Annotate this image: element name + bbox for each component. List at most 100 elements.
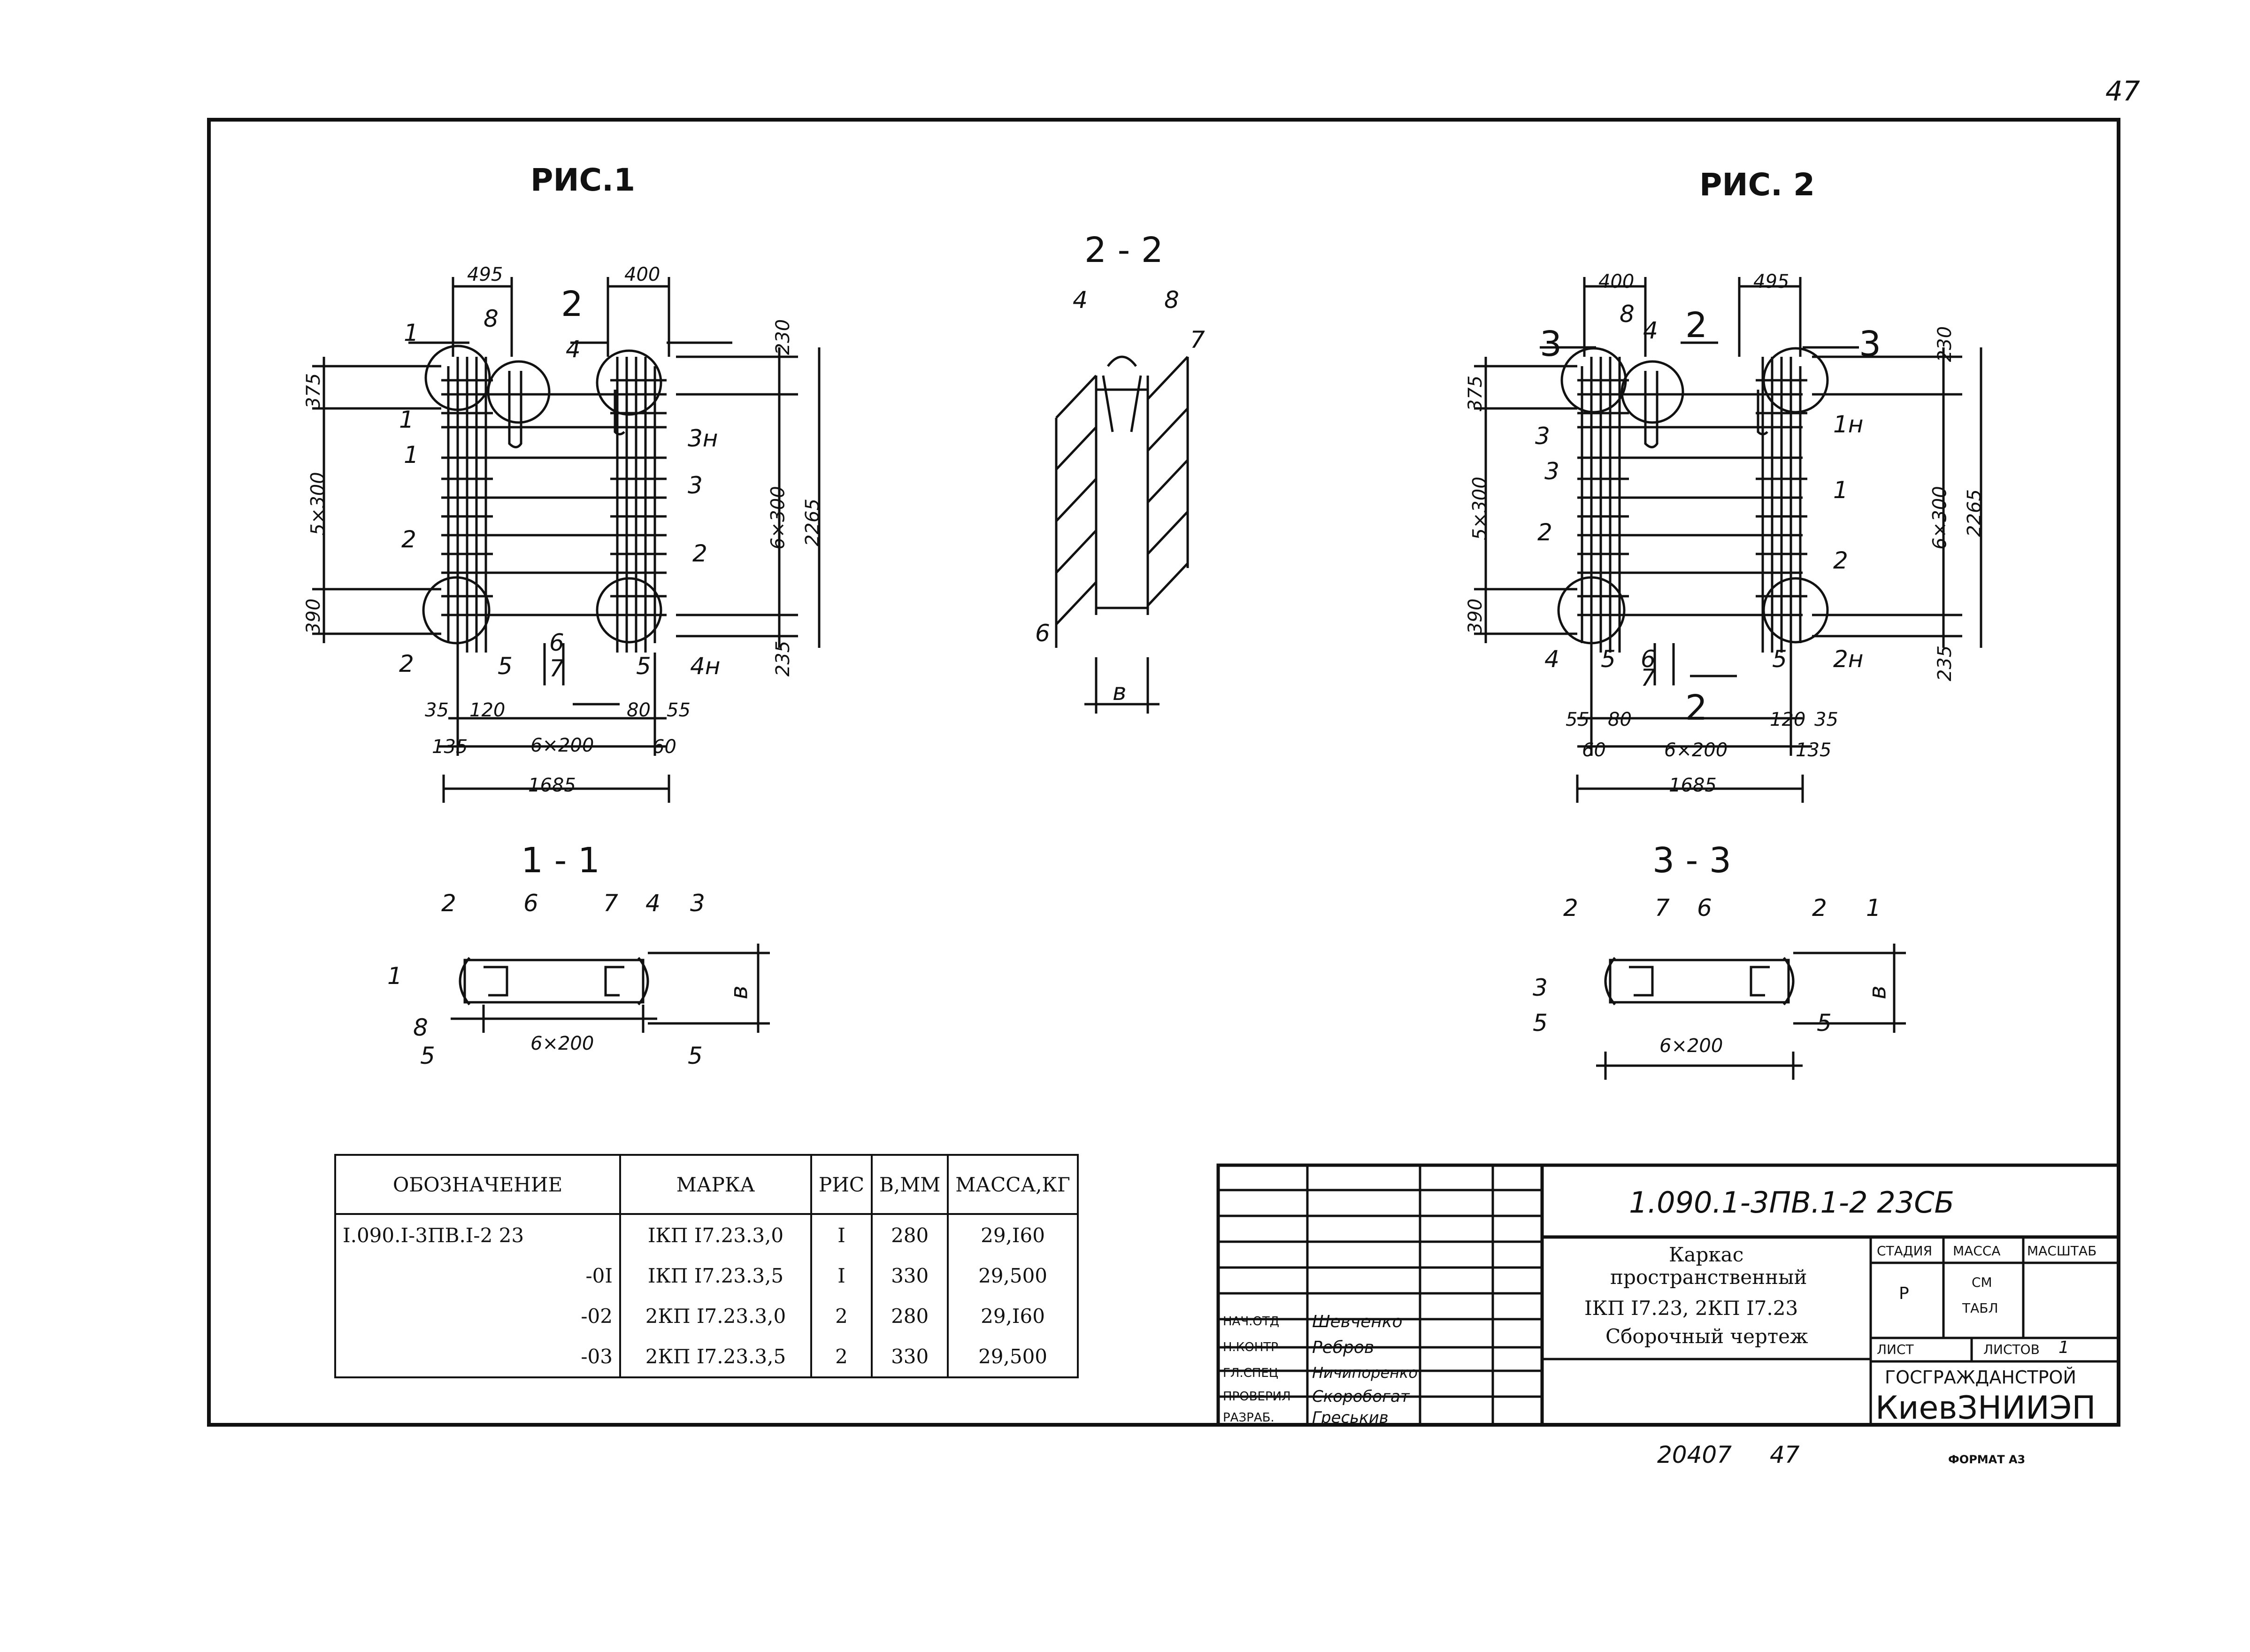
- fig2-dim-b8: 1685: [1669, 775, 1717, 796]
- specification-table: ОБОЗНАЧЕНИЕ МАРКА РИС В,ММ МАССА,КГ I.09…: [334, 1154, 1079, 1378]
- name-checked: Скоробогат: [1312, 1387, 1410, 1406]
- title-line-2: пространственный: [1610, 1266, 1807, 1289]
- section-3-3-label-5a: 5: [1533, 1009, 1548, 1037]
- cell-designation: -0I: [334, 1255, 621, 1296]
- fig1-title: РИС.1: [530, 162, 636, 198]
- fig1-label-3h: 3н: [688, 425, 718, 452]
- sheet-number: 47: [2105, 75, 2140, 107]
- cell-mark: 2КП I7.23.3,0: [619, 1296, 812, 1336]
- section-2-2-label-7: 7: [1190, 326, 1205, 353]
- cell-fig: I: [810, 1255, 873, 1296]
- fig2-dim-b1: 55: [1566, 709, 1590, 730]
- table-header-row: ОБОЗНАЧЕНИЕ МАРКА РИС В,ММ МАССА,КГ: [334, 1154, 1079, 1215]
- col-header-designation: ОБОЗНАЧЕНИЕ: [334, 1154, 621, 1215]
- col-header-b-mm: В,ММ: [871, 1154, 949, 1215]
- fig1-label-1a: 1: [399, 406, 414, 433]
- section-1-1-title: 1 - 1: [521, 840, 600, 881]
- section-2-2-drawing: [1055, 355, 1189, 714]
- fig1-label-3: 3: [688, 472, 703, 499]
- fig1-dim-l3: 390: [303, 598, 325, 635]
- format-label: ФОРМАТ А3: [1948, 1453, 2026, 1466]
- name-developed: Греськив: [1312, 1408, 1389, 1427]
- fig2-dim-b6: 6×200: [1664, 739, 1728, 761]
- fig2-label-4: 4: [1643, 317, 1658, 344]
- section-3-3-label-3: 3: [1533, 974, 1548, 1001]
- fig2-dim-b7: 135: [1796, 739, 1832, 761]
- section-1-1-drawing: [451, 944, 770, 1033]
- fig1-label-1b: 1: [404, 441, 419, 469]
- name-head-dept: Шевченко: [1312, 1312, 1403, 1331]
- section-3-3-drawing: [1596, 944, 1906, 1080]
- section-2-2-dim-b: в: [1113, 678, 1127, 706]
- fig2-dim-b3: 120: [1770, 709, 1806, 730]
- section-3-3-label-6: 6: [1697, 894, 1712, 922]
- fig1-dim-r4: 235: [772, 640, 794, 677]
- mass-value-1: СМ: [1972, 1275, 1992, 1290]
- fig1-label-2b: 2: [692, 540, 707, 567]
- col-header-fig: РИС: [810, 1154, 873, 1215]
- section-3-3-dim: 6×200: [1659, 1035, 1723, 1057]
- section-1-1-label-7: 7: [603, 890, 618, 917]
- cell-b: 330: [871, 1255, 949, 1296]
- fig1-dim-b1: 35: [425, 699, 449, 721]
- fig1-dim-b2: 120: [469, 699, 506, 721]
- fig2-cut3-right: 3: [1859, 324, 1881, 364]
- fig2-dim-top-right: 495: [1753, 271, 1789, 292]
- fig1-dim-b6: 6×200: [530, 735, 594, 756]
- col-header-mark: МАРКА: [619, 1154, 812, 1215]
- org-name-1: ГОСГРАЖДАНСТРОЙ: [1885, 1367, 2076, 1388]
- fig1-dim-b8: 1685: [528, 775, 576, 796]
- section-2-2-label-8: 8: [1164, 286, 1179, 314]
- cell-mass: 29,500: [947, 1336, 1079, 1378]
- section-1-1-label-2: 2: [441, 890, 456, 917]
- name-norm-control: Ребров: [1312, 1338, 1375, 1357]
- footer-page: 47: [1770, 1441, 1800, 1468]
- role-checked: ПРОВЕРИЛ: [1223, 1390, 1291, 1404]
- fig1-label-6: 6: [549, 629, 564, 656]
- fig1-dim-top-left: 495: [467, 264, 503, 285]
- fig1-label-7: 7: [549, 655, 564, 682]
- table-row: -03 2КП I7.23.3,5 2 330 29,500: [334, 1336, 1079, 1378]
- fig2-label-8: 8: [1620, 300, 1635, 328]
- title-block-lines: [1216, 1163, 2120, 1427]
- scale-header: МАСШТАБ: [2027, 1243, 2097, 1259]
- cell-fig: 2: [810, 1296, 873, 1336]
- fig1-dim-b5: 135: [432, 736, 468, 758]
- fig2-cut2-bottom: 2: [1685, 688, 1708, 728]
- fig2-dim-l3: 390: [1465, 598, 1487, 635]
- fig2-label-5b: 5: [1772, 645, 1787, 673]
- fig2-dim-b5: 60: [1582, 739, 1606, 761]
- cell-b: 280: [871, 1296, 949, 1336]
- fig2-label-1: 1: [1833, 476, 1848, 504]
- fig1-label-4h: 4н: [690, 653, 721, 680]
- fig2-dim-top-left: 400: [1598, 271, 1635, 292]
- cell-designation: -03: [334, 1336, 621, 1378]
- section-1-1-label-1: 1: [387, 962, 402, 990]
- fig1-label-2a: 2: [401, 526, 416, 553]
- fig1-label-8: 8: [484, 305, 499, 332]
- section-1-1-label-8: 8: [413, 1014, 428, 1041]
- sheet-frame: [207, 118, 2120, 1427]
- sheets-header: ЛИСТОВ: [1983, 1342, 2040, 1357]
- cell-mass: 29,I60: [947, 1296, 1079, 1336]
- section-3-3-label-2b: 2: [1812, 894, 1827, 922]
- section-3-3-label-7: 7: [1655, 894, 1670, 922]
- fig1-cut2: 2: [561, 284, 584, 324]
- inventory-number: 20407: [1657, 1441, 1732, 1468]
- fig2-dim-l1: 375: [1465, 375, 1487, 412]
- section-1-1-hdim: в: [725, 985, 753, 999]
- fig2-cut2: 2: [1685, 305, 1708, 346]
- stage-header: СТАДИЯ: [1877, 1243, 1933, 1259]
- fig1-dim-l2: 5×300: [307, 472, 329, 536]
- fig2-dim-b4: 35: [1814, 709, 1838, 730]
- fig1-label-5b: 5: [636, 653, 651, 680]
- fig1-label-2c: 2: [399, 650, 414, 677]
- section-1-1-label-4: 4: [645, 890, 660, 917]
- section-3-3-title: 3 - 3: [1652, 840, 1731, 881]
- section-1-1-label-5a: 5: [420, 1042, 435, 1069]
- title-line-1: Каркас: [1669, 1243, 1744, 1266]
- fig1-dim-b4: 55: [667, 699, 691, 721]
- fig1-dim-top-right: 400: [624, 264, 660, 285]
- stage-value: Р: [1899, 1284, 1909, 1303]
- fig1-label-4: 4: [566, 336, 581, 363]
